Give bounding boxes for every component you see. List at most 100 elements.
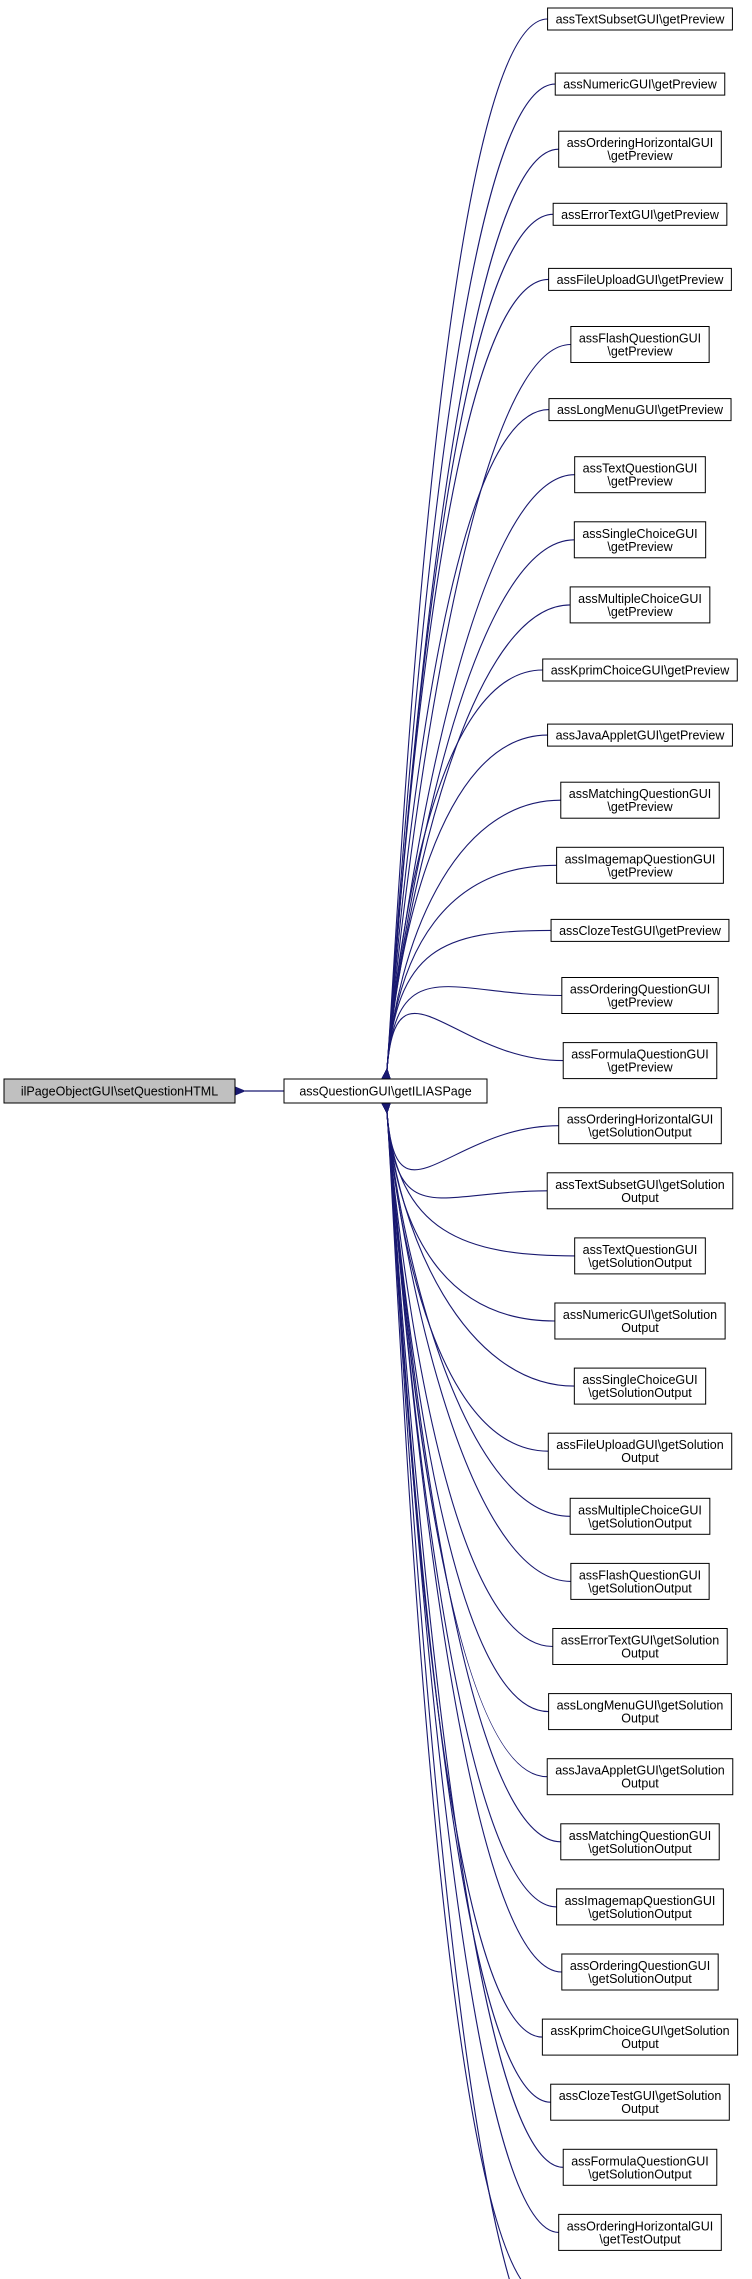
edge-caller-22	[381, 1101, 549, 1452]
caller-node-27[interactable]: assJavaAppletGUI\getSolutionOutput	[546, 1758, 734, 1796]
edge-caller-6	[381, 409, 549, 1081]
caller-node-label: Output	[621, 1647, 659, 1661]
caller-node-34[interactable]: assOrderingHorizontalGUI\getTestOutput	[558, 2213, 722, 2251]
hub-node[interactable]: assQuestionGUI\getILIASPage	[283, 1078, 488, 1104]
edge-caller-30	[381, 1101, 562, 1973]
caller-node-label: Output	[621, 2102, 659, 2116]
caller-node-box	[556, 846, 724, 884]
caller-node-label: assSingleChoiceGUI	[582, 527, 697, 541]
caller-node-label: \getSolutionOutput	[588, 1126, 692, 1140]
caller-node-box	[548, 1693, 732, 1731]
edge-caller-35	[381, 1101, 522, 2279]
caller-node-box	[570, 1562, 710, 1600]
caller-node-label: \getPreview	[607, 996, 673, 1010]
caller-node-box	[569, 1497, 711, 1535]
caller-node-label: \getPreview	[607, 540, 673, 554]
caller-node-label: assJavaAppletGUI\getSolution	[555, 1764, 725, 1778]
caller-node-29[interactable]: assImagemapQuestionGUI\getSolutionOutput	[556, 1888, 724, 1926]
caller-node-12[interactable]: assMatchingQuestionGUI\getPreview	[560, 781, 720, 819]
caller-node-box	[554, 1302, 726, 1340]
caller-node-17[interactable]: assOrderingHorizontalGUI\getSolutionOutp…	[558, 1107, 722, 1145]
caller-node-label: Output	[621, 1321, 659, 1335]
edge-caller-18	[381, 1101, 548, 1199]
caller-node-box	[546, 1758, 734, 1796]
caller-node-box	[561, 1953, 719, 1991]
root-node-label: ilPageObjectGUI\setQuestionHTML	[21, 1085, 218, 1099]
caller-node-box	[569, 586, 711, 624]
caller-node-23[interactable]: assMultipleChoiceGUI\getSolutionOutput	[569, 1497, 711, 1535]
caller-node-label: \getPreview	[607, 345, 673, 359]
caller-node-28[interactable]: assMatchingQuestionGUI\getSolutionOutput	[560, 1823, 720, 1861]
edge-caller-19	[381, 1101, 575, 1257]
caller-node-box	[574, 1237, 706, 1275]
edge-caller-20	[381, 1101, 555, 1322]
caller-node-label: assOrderingHorizontalGUI	[567, 1113, 714, 1127]
caller-node-25[interactable]: assErrorTextGUI\getSolutionOutput	[552, 1628, 728, 1665]
caller-node-box	[546, 1172, 734, 1210]
caller-node-label: Output	[621, 1712, 659, 1726]
caller-node-15[interactable]: assOrderingQuestionGUI\getPreview	[561, 977, 719, 1014]
caller-node-box	[558, 130, 722, 168]
caller-node-4[interactable]: assFileUploadGUI\getPreview	[548, 267, 732, 291]
caller-node-box	[550, 2083, 730, 2121]
caller-node-label: Output	[621, 1777, 659, 1791]
caller-node-2[interactable]: assOrderingHorizontalGUI\getPreview	[558, 130, 722, 168]
caller-node-label: assFileUploadGUI\getSolution	[556, 1438, 723, 1452]
caller-node-label: assMatchingQuestionGUI	[569, 787, 711, 801]
caller-node-20[interactable]: assNumericGUI\getSolutionOutput	[554, 1302, 726, 1340]
caller-node-label: \getSolutionOutput	[588, 1386, 692, 1400]
caller-node-box	[574, 456, 706, 494]
caller-node-13[interactable]: assImagemapQuestionGUI\getPreview	[556, 846, 724, 884]
caller-node-box	[560, 781, 720, 819]
caller-node-3[interactable]: assErrorTextGUI\getPreview	[552, 202, 728, 226]
caller-node-5[interactable]: assFlashQuestionGUI\getPreview	[570, 326, 710, 363]
caller-node-label: assFormulaQuestionGUI	[571, 2154, 709, 2168]
caller-node-8[interactable]: assSingleChoiceGUI\getPreview	[573, 521, 707, 559]
caller-node-6[interactable]: assLongMenuGUI\getPreview	[548, 398, 732, 422]
caller-node-7[interactable]: assTextQuestionGUI\getPreview	[574, 456, 706, 494]
caller-node-box	[548, 398, 732, 422]
caller-node-31[interactable]: assKprimChoiceGUI\getSolutionOutput	[541, 2018, 739, 2056]
caller-node-9[interactable]: assMultipleChoiceGUI\getPreview	[569, 586, 711, 624]
caller-node-label: \getPreview	[607, 865, 673, 879]
caller-node-box	[542, 658, 738, 682]
caller-node-0[interactable]: assTextSubsetGUI\getPreview	[547, 7, 733, 31]
hub-node-label: assQuestionGUI\getILIASPage	[299, 1085, 471, 1099]
caller-node-label: assErrorTextGUI\getSolution	[561, 1634, 719, 1648]
caller-node-label: assMultipleChoiceGUI	[578, 1503, 702, 1517]
caller-node-24[interactable]: assFlashQuestionGUI\getSolutionOutput	[570, 1562, 710, 1600]
caller-node-1[interactable]: assNumericGUI\getPreview	[554, 72, 726, 96]
caller-node-label: assClozeTestGUI\getPreview	[559, 924, 722, 938]
caller-node-33[interactable]: assFormulaQuestionGUI\getSolutionOutput	[562, 2148, 718, 2186]
caller-node-label: \getSolutionOutput	[588, 1972, 692, 1986]
caller-node-22[interactable]: assFileUploadGUI\getSolutionOutput	[547, 1432, 733, 1470]
caller-node-label: assLongMenuGUI\getSolution	[557, 1699, 724, 1713]
caller-node-label: assImagemapQuestionGUI	[565, 852, 716, 866]
caller-node-16[interactable]: assFormulaQuestionGUI\getPreview	[562, 1042, 718, 1080]
edge-caller-14	[381, 929, 552, 1081]
caller-node-box	[562, 2148, 718, 2186]
caller-node-label: \getPreview	[607, 1061, 673, 1075]
caller-node-32[interactable]: assClozeTestGUI\getSolutionOutput	[550, 2083, 730, 2121]
edge-caller-1	[381, 83, 556, 1081]
caller-node-label: assKprimChoiceGUI\getSolution	[550, 2024, 729, 2038]
edge-caller-17	[381, 1101, 559, 1171]
caller-node-11[interactable]: assJavaAppletGUI\getPreview	[547, 723, 733, 747]
caller-node-label: assNumericGUI\getSolution	[563, 1308, 717, 1322]
caller-node-30[interactable]: assOrderingQuestionGUI\getSolutionOutput	[561, 1953, 719, 1991]
node-layer: ilPageObjectGUI\setQuestionHTML assQuest…	[3, 7, 739, 2251]
caller-node-19[interactable]: assTextQuestionGUI\getSolutionOutput	[574, 1237, 706, 1275]
caller-node-box	[541, 2018, 739, 2056]
root-node[interactable]: ilPageObjectGUI\setQuestionHTML	[3, 1078, 236, 1104]
caller-node-14[interactable]: assClozeTestGUI\getPreview	[550, 918, 730, 942]
caller-node-box	[558, 1107, 722, 1145]
caller-node-18[interactable]: assTextSubsetGUI\getSolutionOutput	[546, 1172, 734, 1210]
caller-node-10[interactable]: assKprimChoiceGUI\getPreview	[542, 658, 738, 682]
edge-layer	[234, 18, 575, 2279]
caller-node-box	[552, 1628, 728, 1665]
caller-node-26[interactable]: assLongMenuGUI\getSolutionOutput	[548, 1693, 732, 1731]
edge-caller-11	[381, 734, 548, 1081]
caller-node-21[interactable]: assSingleChoiceGUI\getSolutionOutput	[573, 1367, 707, 1405]
caller-node-label: \getTestOutput	[599, 2232, 681, 2246]
caller-node-label: \getPreview	[607, 605, 673, 619]
